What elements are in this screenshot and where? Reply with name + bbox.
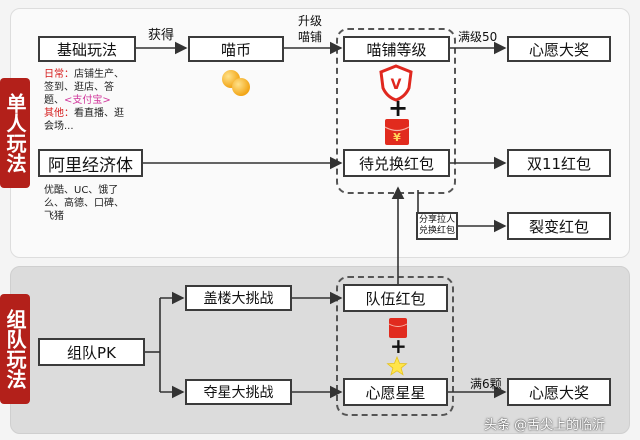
edge-label-obtain: 获得: [148, 28, 175, 43]
alipay-text: <支付宝>: [64, 95, 111, 106]
red-packet-symbol: ¥: [393, 131, 401, 144]
team-side-tab: 组队玩法: [0, 294, 30, 404]
wish-reward-bottom-node: 心愿大奖: [507, 378, 611, 406]
star-icon: [386, 356, 408, 376]
share-invite-node: 分享拉人 兑换红包: [416, 212, 458, 240]
shop-level-node: 喵铺等级: [343, 36, 450, 62]
plus-icon: +: [390, 334, 407, 358]
daily-text-3: 题、: [44, 95, 64, 106]
share-invite-line2: 兑换红包: [418, 226, 455, 236]
solo-side-tab: 单人玩法: [0, 78, 30, 188]
other-text-1: 看直播、逛: [74, 108, 124, 119]
basic-gameplay-node: 基础玩法: [38, 36, 136, 62]
brands-text-2: 么、高德、口碑、: [44, 198, 124, 209]
daily-text-1: 店铺生产、: [74, 69, 124, 80]
plus-icon: +: [388, 94, 409, 122]
team-pk-node: 组队PK: [38, 338, 145, 366]
wish-star-node: 心愿星星: [343, 378, 448, 406]
team-group-frame: [336, 276, 454, 416]
edge-label-six-stars: 满6颗: [470, 377, 502, 391]
daily-text-2: 签到、逛店、答: [44, 82, 114, 93]
share-invite-line1: 分享拉人: [418, 215, 455, 225]
edge-label-upgrade-1: 升级: [298, 14, 323, 28]
daily-note: 日常：店铺生产、 签到、逛店、答 题、<支付宝> 其他：看直播、逛 会场...: [44, 68, 140, 133]
red-packet-icon: ¥: [384, 119, 410, 145]
brands-text-1: 优酷、UC、饿了: [44, 185, 119, 196]
other-title: 其他：: [44, 108, 74, 119]
wish-reward-top-node: 心愿大奖: [507, 36, 611, 62]
brands-note: 优酷、UC、饿了 么、高德、口碑、 飞猪: [44, 184, 144, 223]
team-redpack-node: 队伍红包: [343, 284, 448, 312]
fission-redpack-node: 裂变红包: [507, 212, 611, 240]
brands-text-3: 飞猪: [44, 211, 64, 222]
edge-label-max-level: 满级50: [458, 30, 498, 44]
shield-icon: V: [379, 64, 413, 102]
edge-label-upgrade-2: 喵铺: [298, 30, 323, 44]
ali-economy-node: 阿里经济体: [38, 149, 143, 177]
miaobi-node: 喵币: [188, 36, 284, 62]
daily-title: 日常：: [44, 69, 74, 80]
watermark: 头条 @舌尖上的临沂: [484, 418, 606, 433]
shield-symbol: V: [391, 77, 402, 93]
double11-redpack-node: 双11红包: [507, 149, 611, 177]
building-challenge-node: 盖楼大挑战: [185, 285, 292, 311]
pending-redpack-node: 待兑换红包: [343, 149, 450, 177]
star-challenge-node: 夺星大挑战: [185, 379, 292, 405]
red-packet-icon: [388, 318, 408, 338]
coin-icon: [232, 78, 250, 96]
other-text-2: 会场...: [44, 121, 74, 132]
